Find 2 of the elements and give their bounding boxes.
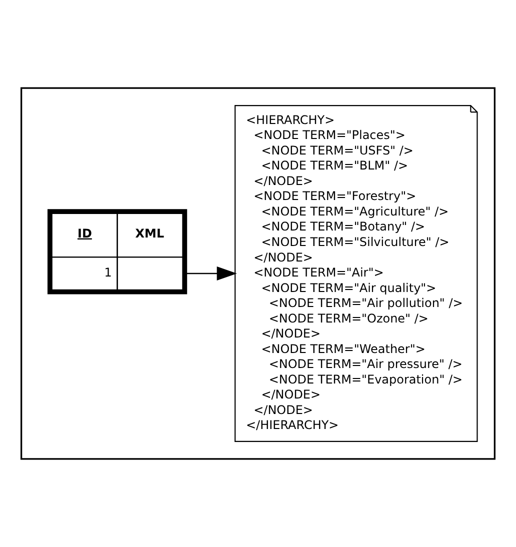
cluster <box>20 87 496 460</box>
node-box: ID XML 1 <box>48 209 188 294</box>
